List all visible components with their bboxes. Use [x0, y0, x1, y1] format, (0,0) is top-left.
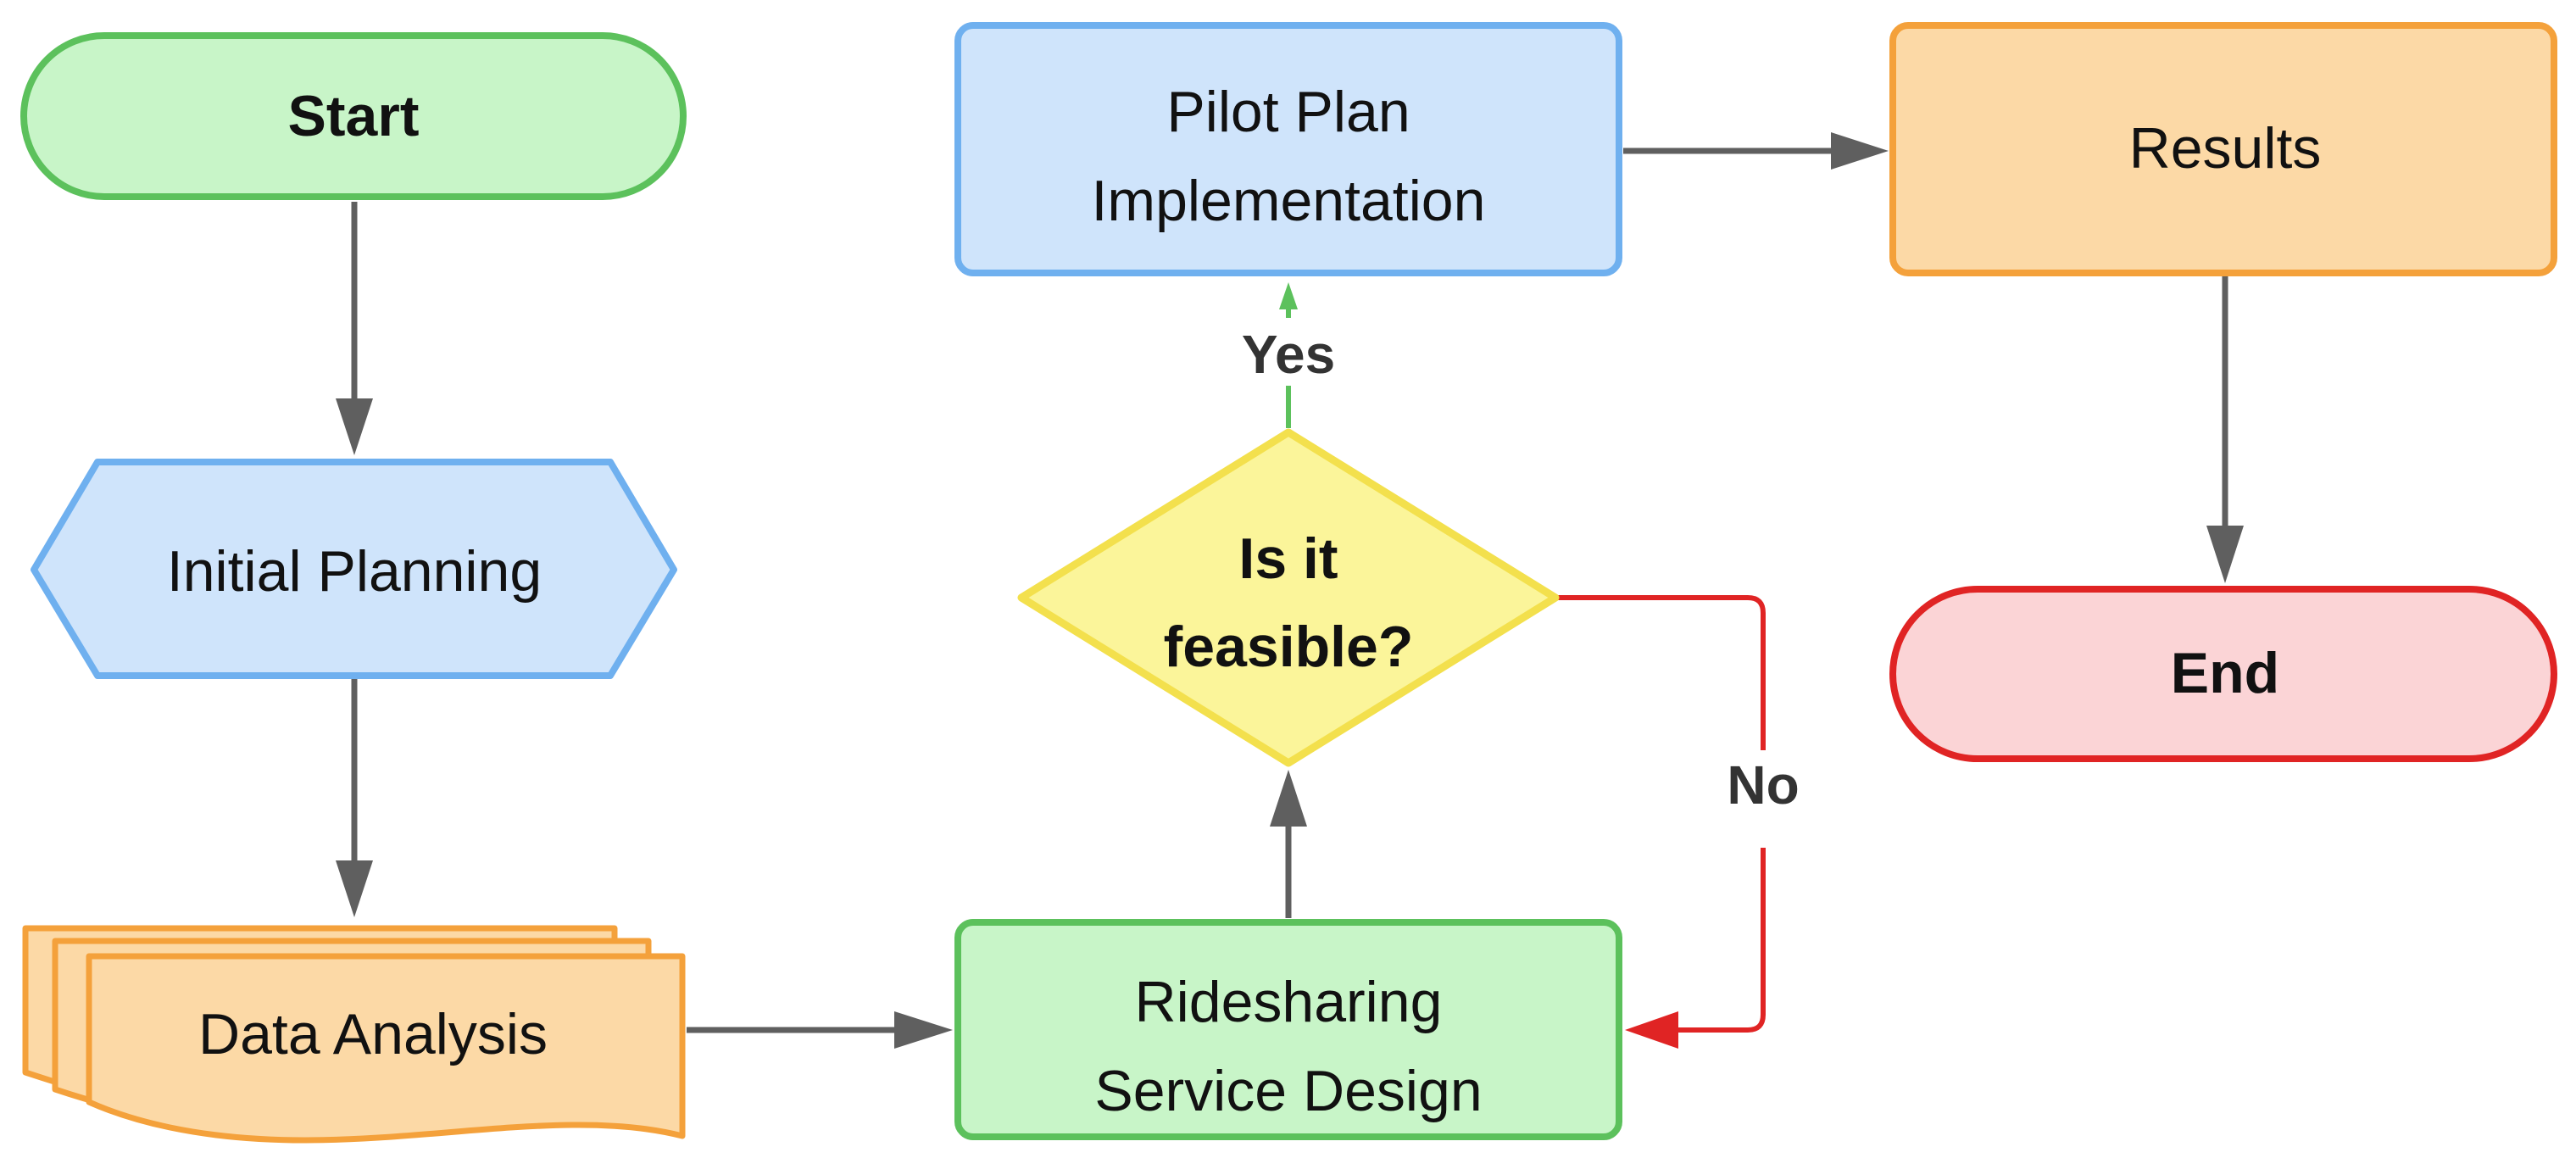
- node-pilot-plan: Pilot Plan Implementation: [954, 22, 1622, 276]
- node-decision-line1: Is it: [1238, 526, 1338, 591]
- node-results: Results: [1889, 22, 2557, 276]
- node-data-analysis-label: Data Analysis: [198, 1002, 548, 1066]
- node-initial-planning-label: Initial Planning: [167, 539, 542, 604]
- edge-pilot-to-results: [1623, 132, 1889, 170]
- node-pilot-plan-line2: Implementation: [1092, 169, 1486, 233]
- node-service-design: Ridesharing Service Design: [954, 919, 1622, 1140]
- edge-analysis-to-design: [687, 1011, 953, 1049]
- node-decision-line2: feasible?: [1164, 615, 1414, 679]
- edge-decision-yes: Yes: [1242, 282, 1335, 428]
- edge-label-yes: Yes: [1242, 324, 1335, 385]
- node-service-design-line2: Service Design: [1094, 1059, 1482, 1123]
- edge-planning-to-analysis: [336, 678, 373, 917]
- node-start-label: Start: [288, 84, 420, 148]
- node-end: End: [1889, 586, 2557, 762]
- node-pilot-plan-line1: Pilot Plan: [1166, 80, 1410, 144]
- node-service-design-line1: Ridesharing: [1135, 970, 1443, 1034]
- edge-design-to-decision: [1270, 770, 1307, 918]
- node-data-analysis: Data Analysis: [22, 925, 686, 1144]
- node-decision: Is it feasible?: [1017, 428, 1560, 767]
- edge-label-no: No: [1727, 754, 1799, 816]
- node-initial-planning: Initial Planning: [31, 459, 677, 679]
- node-end-label: End: [2171, 641, 2279, 705]
- edge-decision-no: No: [1556, 595, 1800, 1049]
- edge-start-to-planning: [336, 202, 373, 455]
- node-results-label: Results: [2129, 116, 2322, 181]
- edge-results-to-end: [2206, 276, 2244, 583]
- node-start: Start: [20, 32, 687, 200]
